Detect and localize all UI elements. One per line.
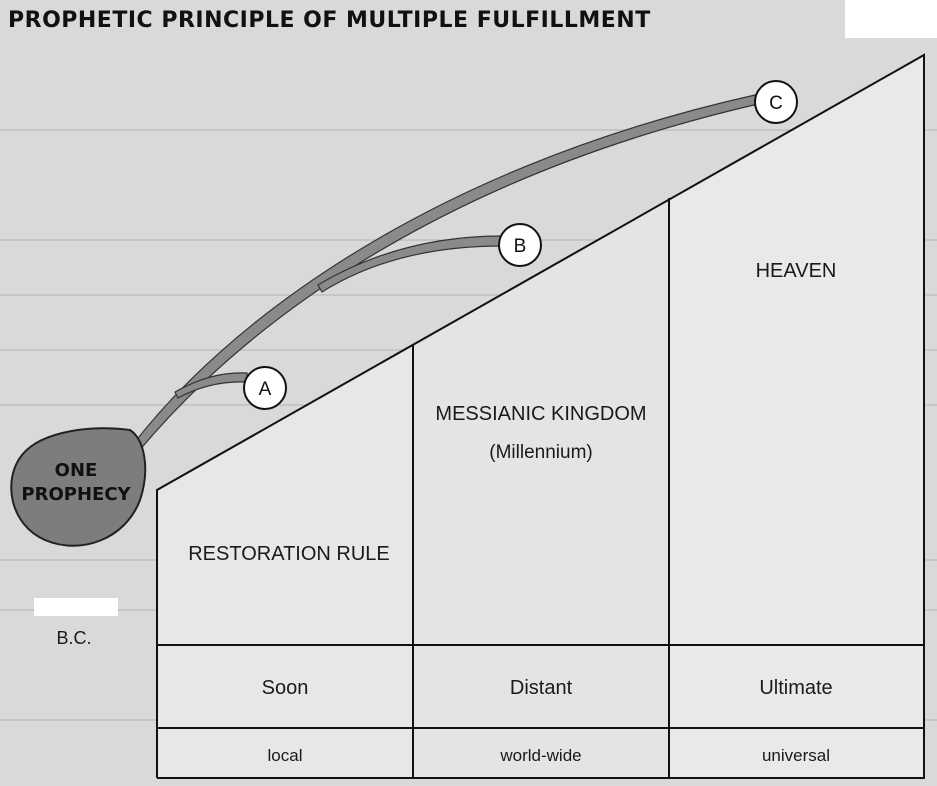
- column-2-scope: world-wide: [499, 746, 581, 765]
- corner-patch: [845, 0, 937, 38]
- column-2-heading: MESSIANIC KINGDOM: [435, 403, 646, 425]
- era-label: B.C.: [56, 628, 91, 648]
- marker-b-label: B: [514, 236, 527, 257]
- diagram-title: PROPHETIC PRINCIPLE OF MULTIPLE FULFILLM…: [8, 8, 651, 33]
- marker-a-label: A: [259, 379, 272, 400]
- region-restoration: [157, 345, 413, 778]
- region-kingdom: [413, 198, 669, 778]
- region-heaven: [669, 55, 924, 778]
- marker-b: B: [498, 223, 542, 267]
- column-1-timing: Soon: [262, 677, 309, 699]
- column-3-heading: HEAVEN: [756, 260, 837, 282]
- marker-a: A: [243, 366, 287, 410]
- marker-c-label: C: [769, 93, 783, 114]
- column-2-timing: Distant: [510, 677, 573, 699]
- label-patch: [34, 598, 118, 616]
- column-1-scope: local: [268, 746, 303, 765]
- column-2-subheading: (Millennium): [489, 442, 592, 463]
- column-1-heading: RESTORATION RULE: [188, 543, 390, 565]
- wedge-outline: [156, 53, 925, 779]
- marker-c: C: [754, 80, 798, 124]
- one-prophecy-blob: [10, 427, 147, 547]
- origin-line2: PROPHECY: [21, 484, 131, 505]
- column-3-timing: Ultimate: [759, 677, 832, 699]
- column-3-scope: universal: [762, 746, 830, 765]
- origin-line1: ONE: [55, 460, 98, 481]
